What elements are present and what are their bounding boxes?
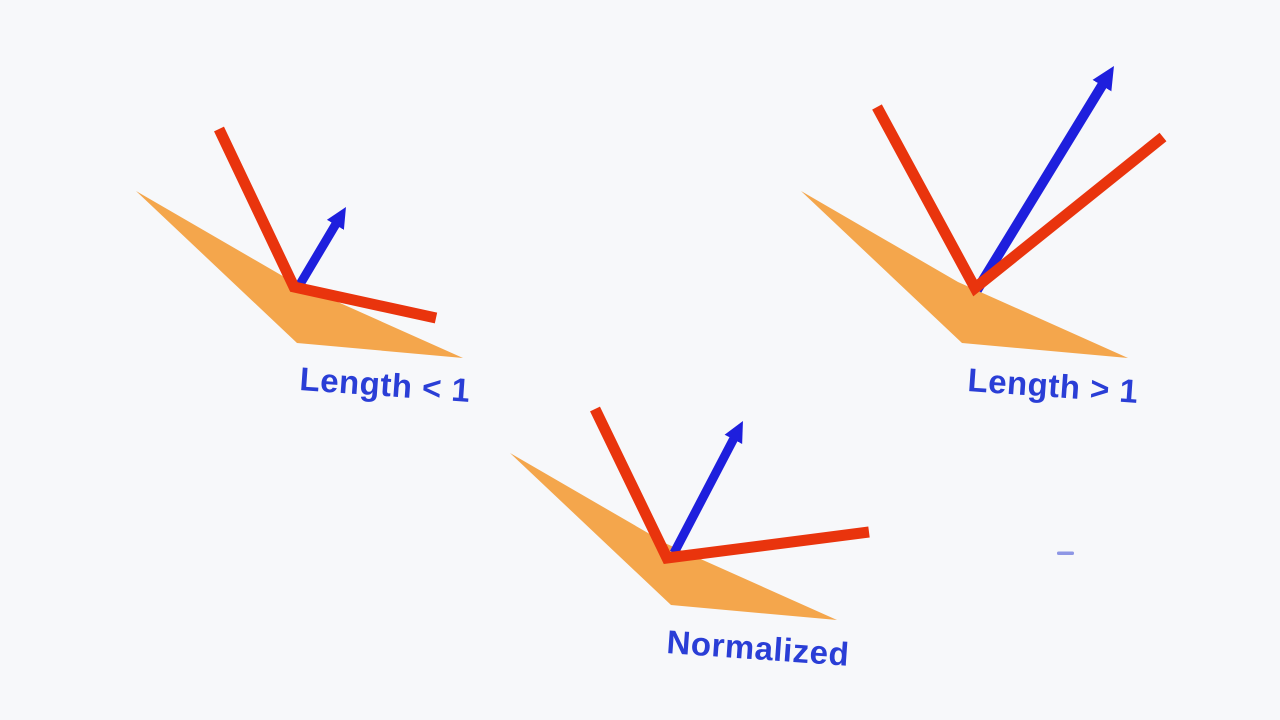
diagram-length-greater-than-1: Length > 1	[801, 65, 1167, 410]
surface-edge-lines	[214, 126, 438, 324]
tangent-plane	[136, 191, 463, 358]
normal-vector-arrow-short	[295, 207, 346, 289]
normal-vector-arrow-long	[972, 65, 1114, 293]
diagram-label: Length < 1	[299, 360, 472, 409]
diagram-normalized: Normalized	[510, 406, 870, 673]
tangent-plane	[510, 453, 837, 620]
diagram-length-less-than-1: Length < 1	[136, 126, 472, 409]
surface-edge-lines	[590, 406, 870, 564]
normal-vector-arrow-unit	[670, 421, 743, 556]
diagram-label: Length > 1	[967, 361, 1140, 410]
diagram-label: Normalized	[666, 623, 851, 673]
surface-edge-lines	[872, 104, 1167, 297]
stray-dash-mark	[1057, 551, 1074, 555]
